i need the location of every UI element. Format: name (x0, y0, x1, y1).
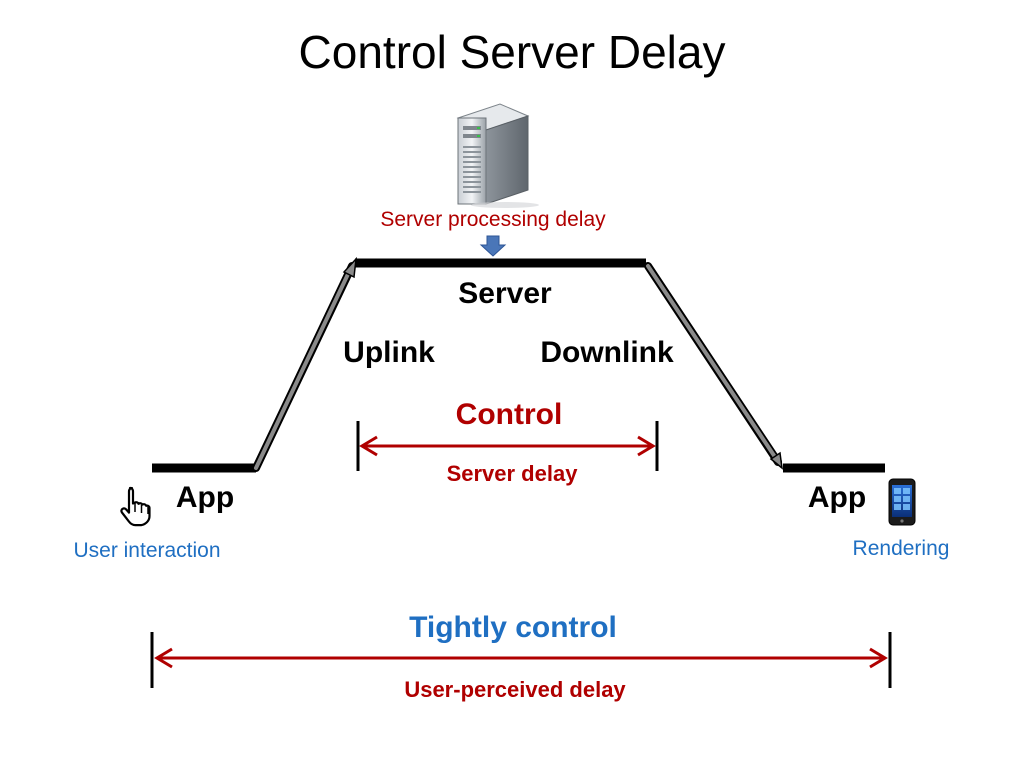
user-delay-span-arrow (150, 632, 892, 688)
user-delay-heading: Tightly control (409, 611, 617, 644)
user-interaction-caption: User interaction (73, 539, 220, 562)
server-tower-icon (456, 103, 539, 208)
server-processing-delay-label: Server processing delay (380, 208, 606, 231)
down-arrow-icon (479, 235, 507, 257)
uplink-arrow (252, 256, 357, 472)
user-perceived-delay-label: User-perceived delay (404, 677, 626, 702)
hand-pointer-icon (120, 486, 151, 527)
downlink-label: Downlink (540, 336, 674, 369)
downlink-arrow (644, 262, 783, 470)
server-delay-span-arrow (356, 421, 659, 471)
rendering-caption: Rendering (853, 537, 950, 560)
server-delay-label: Server delay (447, 461, 579, 486)
smartphone-icon (888, 478, 916, 526)
server-delay-heading: Control (456, 398, 563, 431)
slide-title: Control Server Delay (299, 26, 726, 78)
uplink-label: Uplink (343, 336, 435, 369)
app-right-label: App (808, 481, 866, 514)
server-label: Server (458, 277, 552, 310)
app-left-label: App (176, 481, 234, 514)
